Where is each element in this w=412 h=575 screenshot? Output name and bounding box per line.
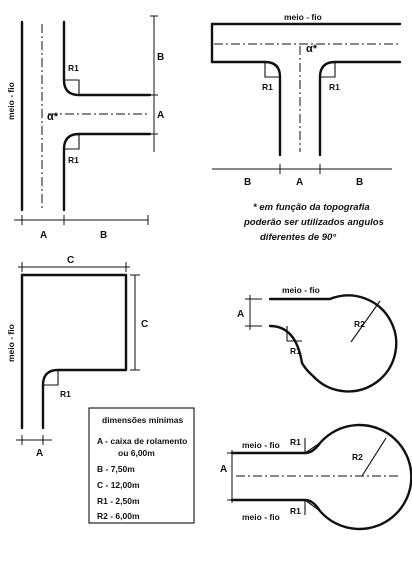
curb-line [62, 132, 152, 212]
radius-label: R1 [68, 155, 79, 165]
radius-marker [320, 62, 336, 78]
radius-marker [286, 326, 302, 342]
curb-line [210, 60, 282, 157]
dimension-label-a: A [40, 230, 47, 241]
radius-label: R1 [329, 82, 340, 92]
radius-marker [304, 498, 321, 515]
radius-marker [304, 438, 321, 455]
radius-label: R2 [352, 452, 363, 462]
cul-de-sac-double: meio - fio meio - fio R1 R1 R2 A [220, 423, 412, 531]
t-junction-right: α* R1 R1 meio - fio B A B * em função da… [210, 12, 402, 243]
radius-label: R1 [290, 506, 301, 516]
legend-item: C - 12,00m [97, 480, 140, 490]
dimension-ticks [245, 298, 262, 327]
legend-item: R2 - 6,00m [97, 511, 140, 521]
topography-note: poderão ser utilizados angulos [243, 217, 384, 228]
legend-item: B - 7,50m [97, 464, 135, 474]
radius-marker [64, 79, 80, 95]
curb-label: meio - fio [6, 324, 16, 362]
radius-marker [64, 134, 80, 150]
legend-title: dimensões mínimas [102, 415, 184, 425]
curb-label: meio - fio [242, 512, 280, 522]
radius-label: R1 [60, 389, 71, 399]
curb-label: meio - fio [242, 440, 280, 450]
topography-note: diferentes de 90° [260, 232, 336, 243]
curb-line [318, 60, 402, 157]
dimension-label-b: B [244, 177, 251, 188]
legend-item: R1 - 2,50m [97, 496, 140, 506]
radius-line [361, 437, 387, 477]
radius-label: R2 [354, 319, 365, 329]
dimension-label-c: C [141, 319, 148, 330]
curb-line [268, 294, 398, 393]
dimension-label-a: A [220, 464, 227, 475]
radius-label: R1 [68, 63, 79, 73]
curb-label: meio - fio [282, 285, 320, 295]
dimension-ticks [21, 435, 44, 445]
dimension-ticks [227, 452, 237, 501]
legend-item: ou 6,00m [118, 448, 155, 458]
dimension-label-a: A [296, 177, 303, 188]
dimension-ticks [150, 15, 158, 135]
radius-marker [43, 370, 59, 386]
angle-label: α* [306, 43, 318, 55]
dimension-ticks [130, 274, 140, 371]
curb-line [41, 273, 128, 430]
cul-de-sac-single: meio - fio R1 R2 A [237, 285, 398, 393]
corner-block: R1 meio - fio C C A [6, 255, 148, 459]
radius-label: R1 [290, 346, 301, 356]
t-junction-left: α* R1 R1 meio - fio B A A B [6, 15, 164, 241]
dimension-ticks [21, 215, 149, 225]
curb-label: meio - fio [284, 12, 322, 22]
radius-line [350, 300, 381, 343]
legend-frame [88, 407, 195, 524]
legend-item: A - caixa de rolamento [97, 436, 187, 446]
legend-box: dimensões mínimas A - caixa de rolamento… [88, 407, 195, 524]
dimension-ticks [279, 164, 321, 174]
dimension-label-a: A [237, 309, 244, 320]
radius-label: R1 [290, 437, 301, 447]
angle-label: α* [47, 111, 59, 123]
dimension-label-a: A [36, 448, 43, 459]
dimension-ticks [21, 262, 127, 272]
curb-line [230, 423, 412, 531]
dimension-label-a: A [157, 110, 164, 121]
dimension-label-c: C [67, 255, 74, 266]
radius-marker [264, 62, 280, 78]
dimension-label-b: B [100, 230, 107, 241]
curb-line [62, 20, 152, 97]
curb-label: meio - fio [6, 82, 16, 120]
dimension-label-b: B [157, 52, 164, 63]
radius-label: R1 [262, 82, 273, 92]
dimension-label-b: B [356, 177, 363, 188]
topography-note: * em função da topografia [253, 202, 370, 213]
